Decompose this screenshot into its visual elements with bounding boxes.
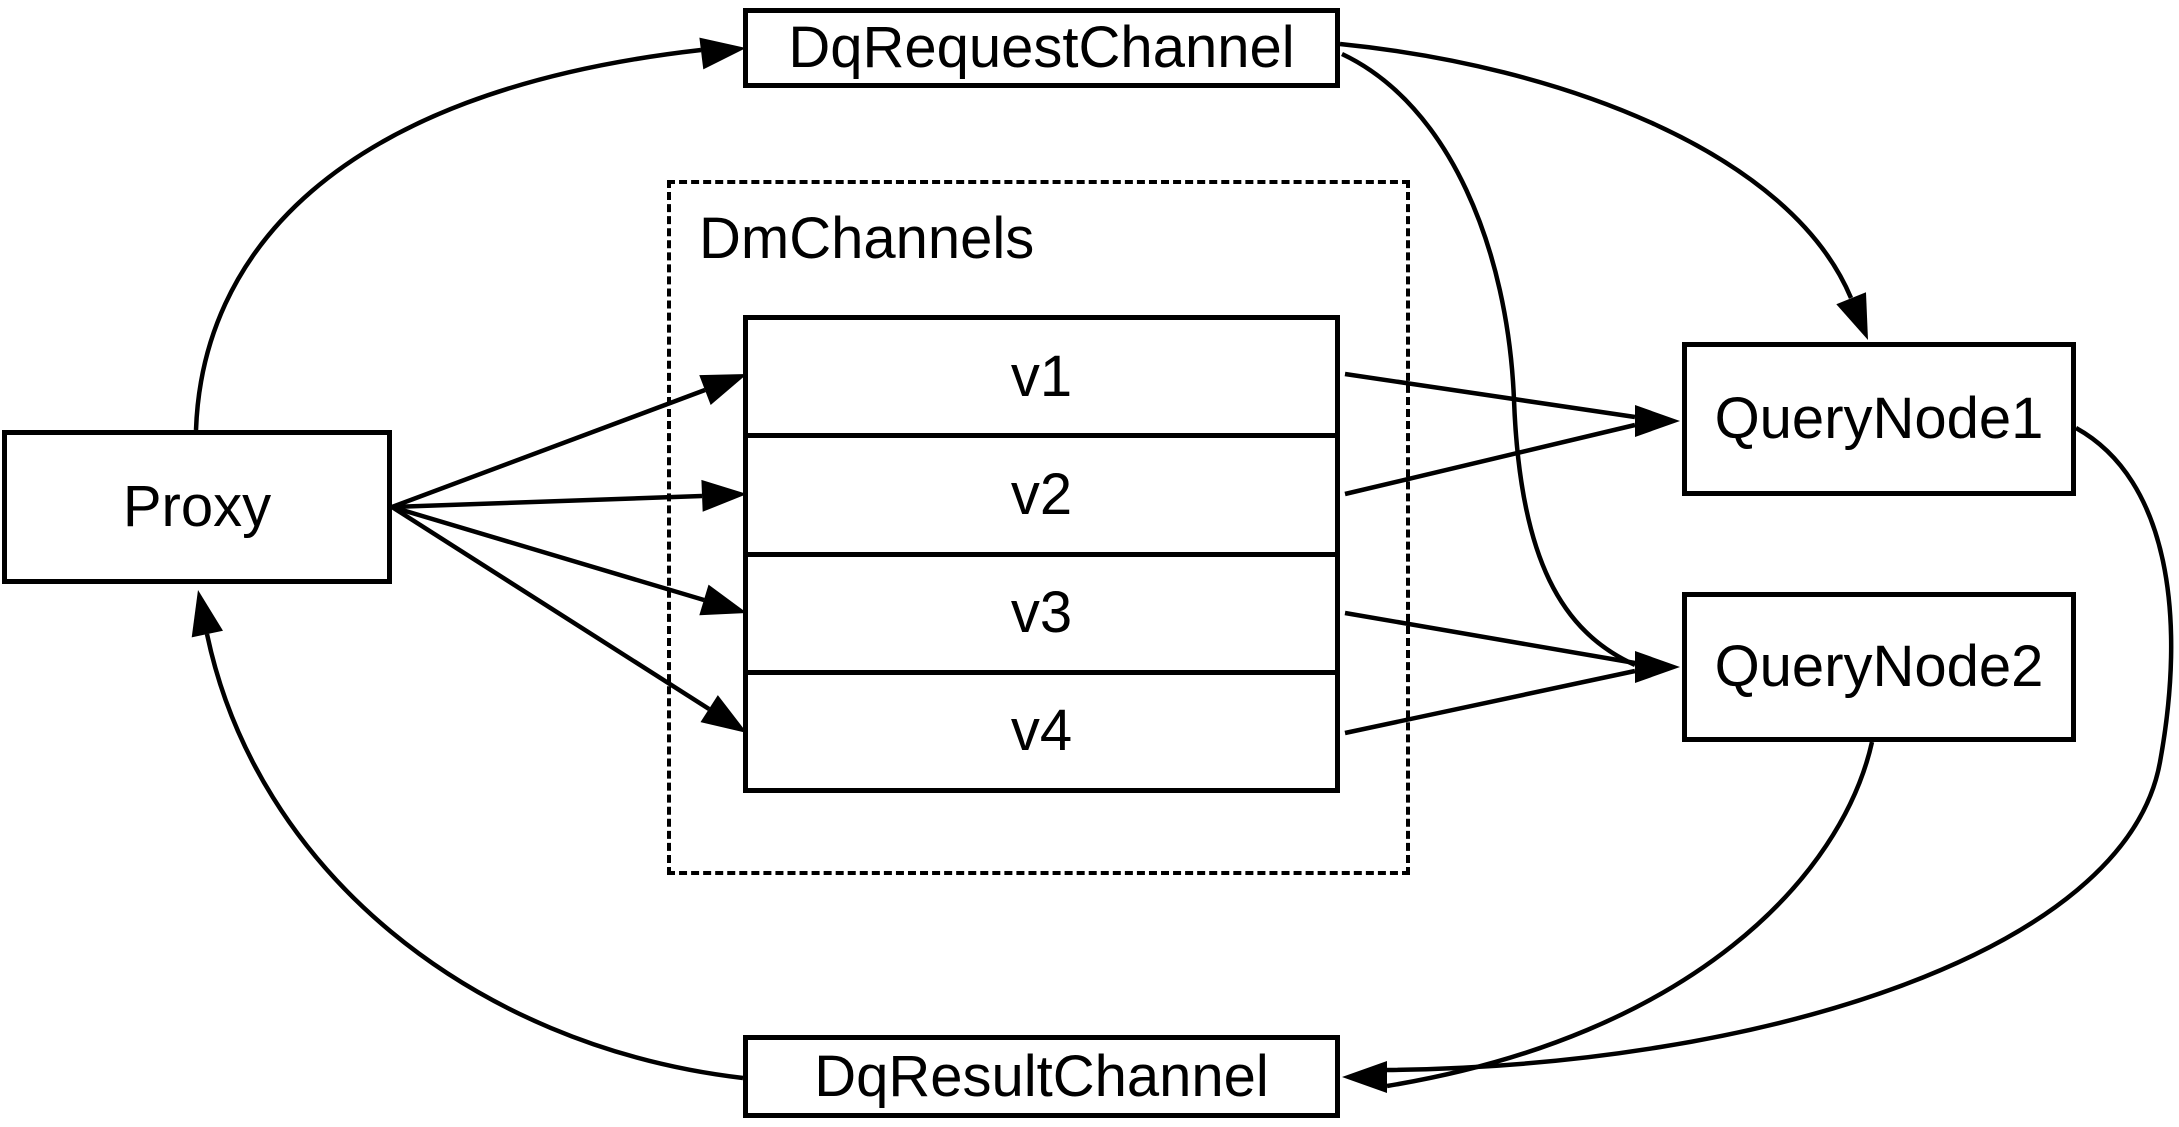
edge-proxy-to-v2 — [391, 493, 703, 510]
edge-proxy-to-v3 — [391, 504, 705, 603]
arrowhead-into-dqresultchannel — [1342, 1061, 1387, 1093]
node-dq-request-channel: DqRequestChannel — [743, 8, 1340, 88]
edge-dqrequestchannel-to-querynode1 — [1339, 41, 1854, 299]
node-proxy: Proxy — [2, 430, 392, 584]
proxy-label: Proxy — [122, 474, 272, 539]
edge-proxy-to-dqrequestchannel — [193, 47, 702, 431]
channel-row-v2: v2 — [748, 433, 1335, 551]
node-query-node-1: QueryNode1 — [1682, 342, 2076, 496]
node-query-node-2: QueryNode2 — [1682, 592, 2076, 742]
group-dm-channels: DmChannels — [667, 180, 1410, 875]
arrowhead-into-dqrequestchannel — [699, 37, 746, 70]
edge-querynode1-to-dqresultchannel — [1386, 426, 2174, 1073]
edge-proxy-to-v1 — [391, 387, 706, 510]
arrowhead-into-querynode1-top — [1836, 292, 1868, 340]
edge-querynode2-to-dqresultchannel — [1386, 741, 1875, 1089]
dm-channels-table: v1 v2 v3 v4 — [743, 315, 1340, 793]
arrowhead-into-querynode1-left — [1635, 405, 1680, 437]
channel-row-v4: v4 — [748, 669, 1335, 788]
channel-row-v3: v3 — [748, 551, 1335, 670]
edge-dqresultchannel-to-proxy — [204, 633, 744, 1081]
query-node-2-label: QueryNode2 — [1714, 634, 2044, 699]
query-node-1-label: QueryNode1 — [1714, 386, 2044, 451]
dq-result-channel-label: DqResultChannel — [814, 1043, 1269, 1109]
channel-row-v1: v1 — [1010, 343, 1073, 409]
edge-proxy-to-v4 — [390, 505, 711, 711]
dq-request-channel-label: DqRequestChannel — [788, 15, 1295, 80]
dm-channels-label: DmChannels — [699, 206, 1035, 271]
node-dq-result-channel: DqResultChannel — [743, 1035, 1340, 1118]
arrowhead-into-proxy-bottom — [191, 590, 224, 638]
arrowhead-into-querynode2-left — [1635, 651, 1680, 683]
